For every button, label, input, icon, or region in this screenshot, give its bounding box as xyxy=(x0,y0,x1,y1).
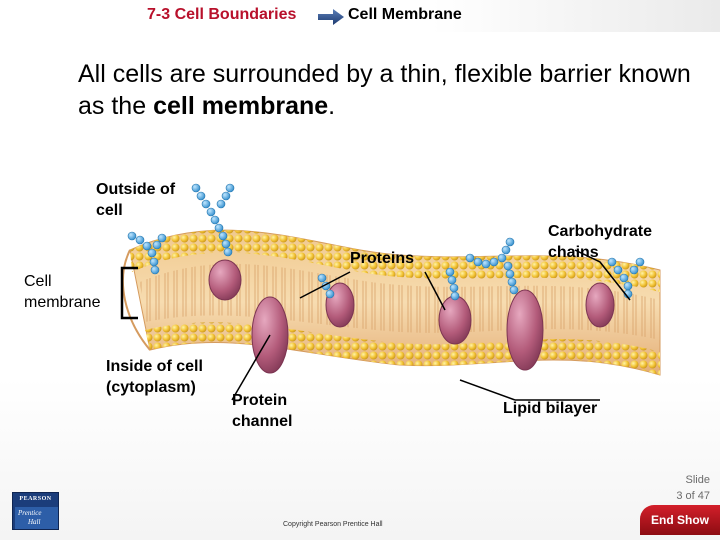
copyright-text: Copyright Pearson Prentice Hall xyxy=(283,521,383,528)
label-cell-membrane: Cell membrane xyxy=(24,273,101,311)
intro-text: All cells are surrounded by a thin, flex… xyxy=(78,60,691,120)
pearson-logo: PEARSON Prentice Hall xyxy=(12,492,59,530)
header-bar xyxy=(0,0,720,32)
pointer-lines xyxy=(231,249,631,401)
end-show-button[interactable]: End Show xyxy=(640,505,720,535)
label-proteins: Proteins xyxy=(350,250,415,267)
label-outside-cell: Outside of cell xyxy=(96,181,176,219)
label-inside-cell: Inside of cell (cytoplasm) xyxy=(106,358,203,396)
carbohydrate-chains xyxy=(127,183,645,301)
membrane-bracket xyxy=(120,266,138,320)
slide-number: Slide 3 of 47 xyxy=(676,474,710,502)
label-carbohydrate-chains: Carbohydrate chains xyxy=(548,223,653,261)
label-lipid-bilayer: Lipid bilayer xyxy=(503,400,598,417)
label-protein-channel: Protein channel xyxy=(232,392,293,430)
topic-title: Cell Membrane xyxy=(348,6,462,23)
section-title: 7-3 Cell Boundaries xyxy=(147,6,297,23)
arrow-right-icon xyxy=(318,9,344,25)
